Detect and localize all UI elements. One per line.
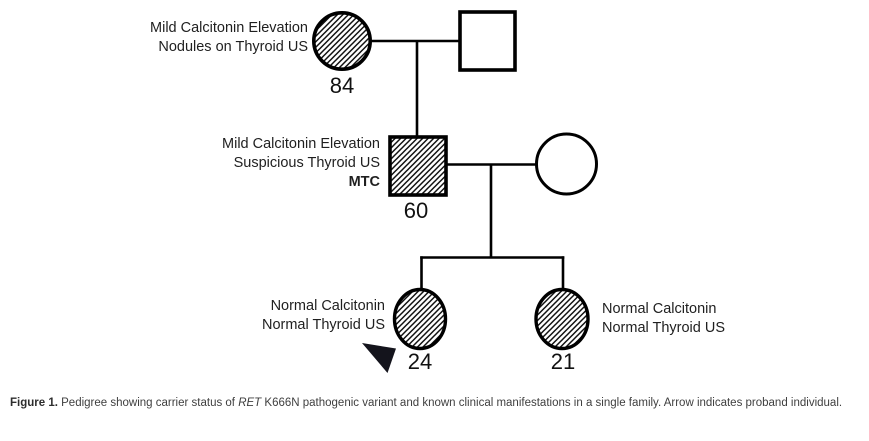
label-line: Nodules on Thyroid US (158, 39, 308, 55)
individual-III2-affected-female-symbol (534, 287, 590, 351)
label-line: Normal Thyroid US (602, 320, 726, 336)
label-line: Normal Calcitonin (270, 298, 385, 314)
age-individual-II1: 60 (403, 198, 429, 223)
label-line: Mild Calcitonin Elevation (222, 136, 380, 152)
label-line: Suspicious Thyroid US (233, 155, 380, 171)
label-individual-II1: Mild Calcitonin Elevation Suspicious Thy… (222, 135, 380, 192)
pedigree-canvas (311, 10, 598, 373)
age-individual-I1: 84 (329, 73, 355, 98)
proband-arrow-icon (362, 343, 396, 373)
pedigree-lines (370, 39, 565, 291)
label-line-mtc: MTC (348, 174, 380, 190)
figure-caption: Figure 1. Pedigree showing carrier statu… (10, 396, 862, 412)
figure-caption-text-before-gene: Pedigree showing carrier status of (57, 397, 239, 409)
label-line: Normal Calcitonin (602, 301, 717, 317)
individual-II2-unaffected-female-symbol (535, 132, 598, 196)
figure-caption-label: Figure 1. (10, 397, 58, 409)
label-line: Mild Calcitonin Elevation (150, 20, 308, 36)
label-individual-III2: Normal Calcitonin Normal Thyroid US (602, 300, 725, 338)
individual-II1-affected-male-symbol (388, 135, 448, 197)
individual-I1-affected-female-symbol (311, 10, 372, 72)
figure-caption-text-after-gene: K666N pathogenic variant and known clini… (261, 397, 843, 409)
label-line: Normal Thyroid US (261, 317, 385, 333)
individual-I2-unaffected-male-symbol (458, 10, 517, 72)
label-individual-III1: Normal Calcitonin Normal Thyroid US (262, 297, 385, 335)
age-individual-III2: 21 (550, 349, 576, 374)
individual-III1-affected-female-symbol (392, 287, 448, 351)
age-individual-III1: 24 (407, 349, 433, 374)
figure-caption-gene-name: RET (238, 397, 262, 409)
label-individual-I1: Mild Calcitonin Elevation Nodules on Thy… (150, 19, 308, 57)
